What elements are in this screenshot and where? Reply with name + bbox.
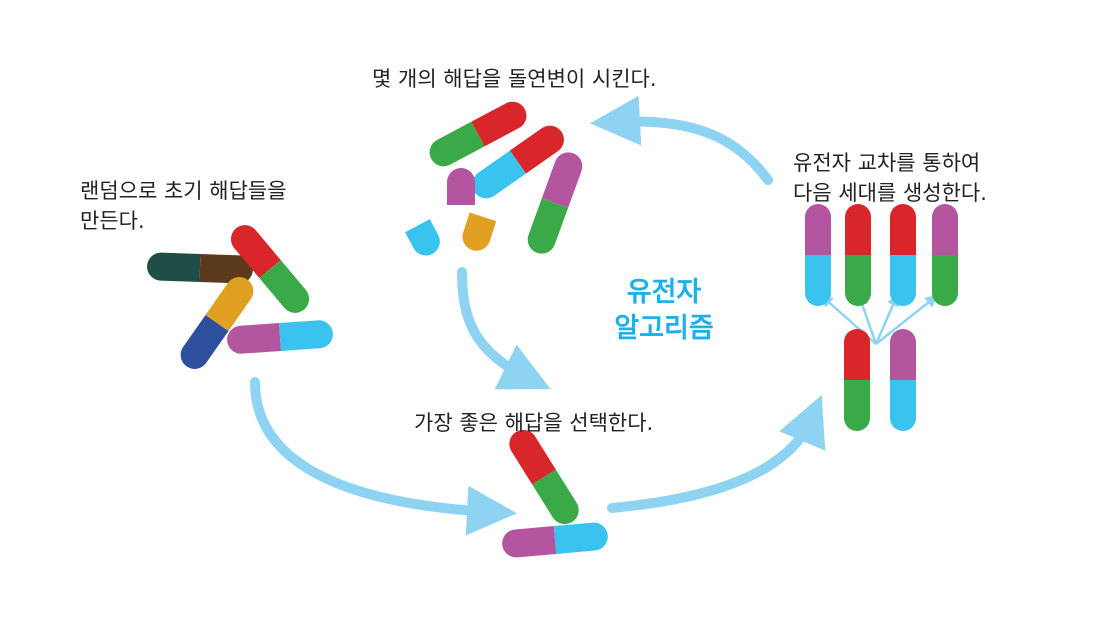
arrow-selection-to-crossover: [607, 394, 826, 513]
arrow-crossover-to-mutation: [590, 95, 773, 185]
center-title-line2: 알고리즘: [614, 313, 714, 344]
capsule: [502, 522, 608, 558]
mutation-label: 몇 개의 해답을 돌연변이 시킨다.: [372, 67, 657, 91]
capsule: [509, 429, 579, 525]
initial-label-line2: 만든다.: [80, 209, 145, 233]
parent-capsule: [890, 329, 916, 431]
crossover-branch-arrows: [820, 293, 938, 345]
capsule: [527, 152, 583, 254]
crossover-label-line2: 다음 세대를 생성한다.: [793, 181, 987, 205]
center-title-line1: 유전자: [626, 277, 702, 308]
child-capsule: [932, 204, 958, 306]
crossover-parents: [844, 329, 916, 431]
child-capsule: [805, 204, 831, 306]
arrow-mutation-to-selection: [457, 267, 551, 390]
child-capsule: [845, 204, 871, 306]
initial-label-line1: 랜덤으로 초기 해답들을: [80, 179, 287, 203]
capsule: [230, 225, 310, 313]
capsule: [429, 101, 527, 167]
capsule: [147, 252, 253, 284]
mutation-group: [405, 101, 583, 256]
capsule-split: [447, 168, 475, 205]
arrow-initial-to-selection: [250, 377, 517, 536]
parent-capsule: [844, 329, 870, 431]
initial-population: [147, 225, 333, 369]
selection-label: 가장 좋은 해답을 선택한다.: [414, 411, 654, 435]
capsule: [180, 277, 254, 369]
capsule-split: [462, 212, 497, 251]
capsule: [472, 125, 564, 199]
next-generation: [805, 204, 958, 306]
child-capsule: [890, 204, 916, 306]
capsule: [227, 320, 333, 354]
capsule-split: [405, 219, 440, 256]
crossover-label-line1: 유전자 교차를 통하여: [793, 151, 981, 175]
selection-group: [502, 429, 608, 558]
